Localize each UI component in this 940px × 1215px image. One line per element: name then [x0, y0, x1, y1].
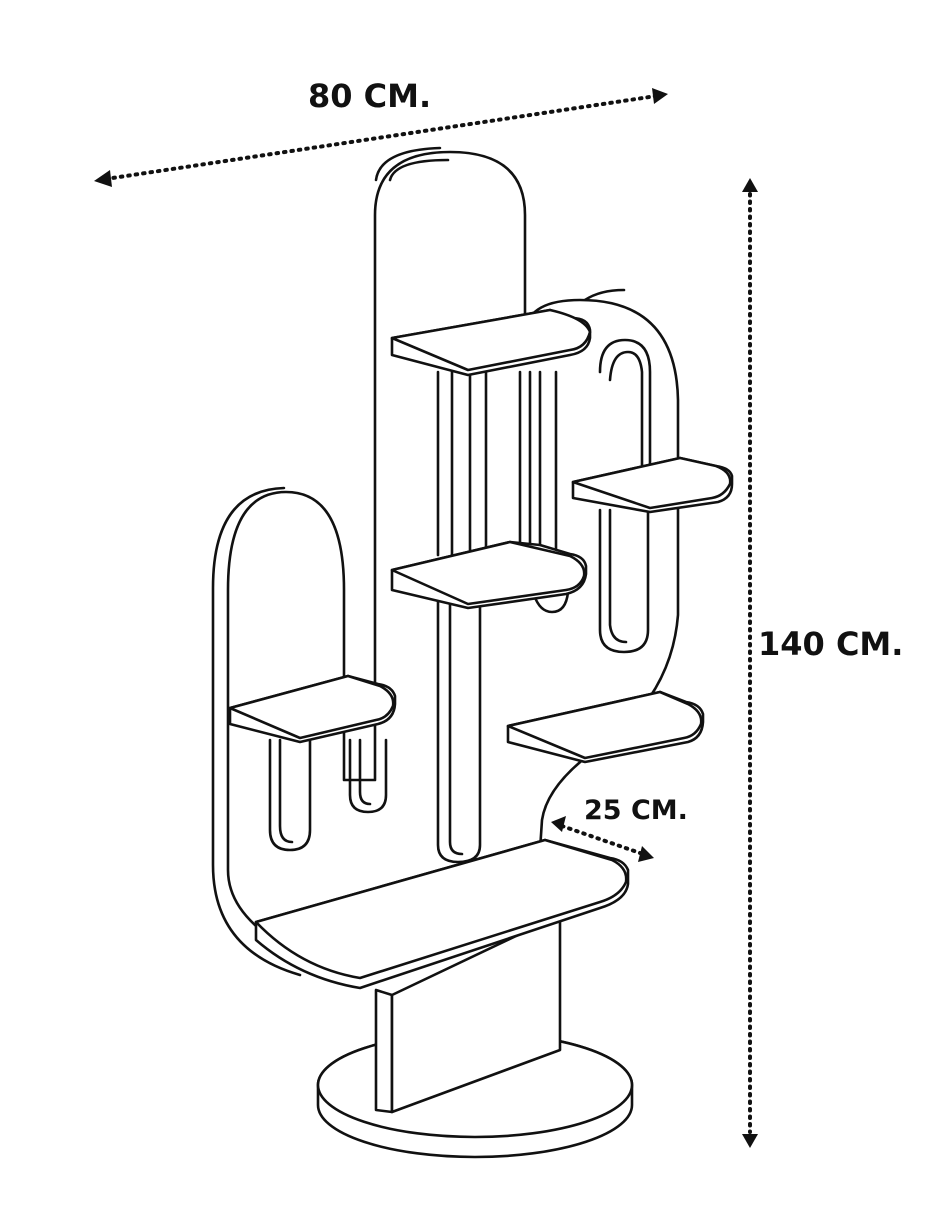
shelf-bottom	[254, 838, 630, 990]
height-dimension-arrow	[742, 178, 758, 1148]
shelf-right-arm	[571, 456, 734, 514]
shelf-lower-right	[506, 690, 705, 764]
shelf-middle	[390, 540, 588, 610]
width-label: 80 CM.	[308, 77, 432, 115]
support-columns	[484, 370, 522, 550]
width-dimension-arrow	[94, 88, 668, 187]
shelf-left-arm	[228, 674, 397, 744]
depth-dimension-arrow	[551, 816, 654, 862]
depth-label: 25 CM.	[584, 795, 688, 826]
panel-slots	[268, 338, 652, 864]
pedestal	[374, 913, 562, 1114]
height-label: 140 CM.	[758, 625, 904, 663]
shelf-top	[390, 308, 592, 377]
